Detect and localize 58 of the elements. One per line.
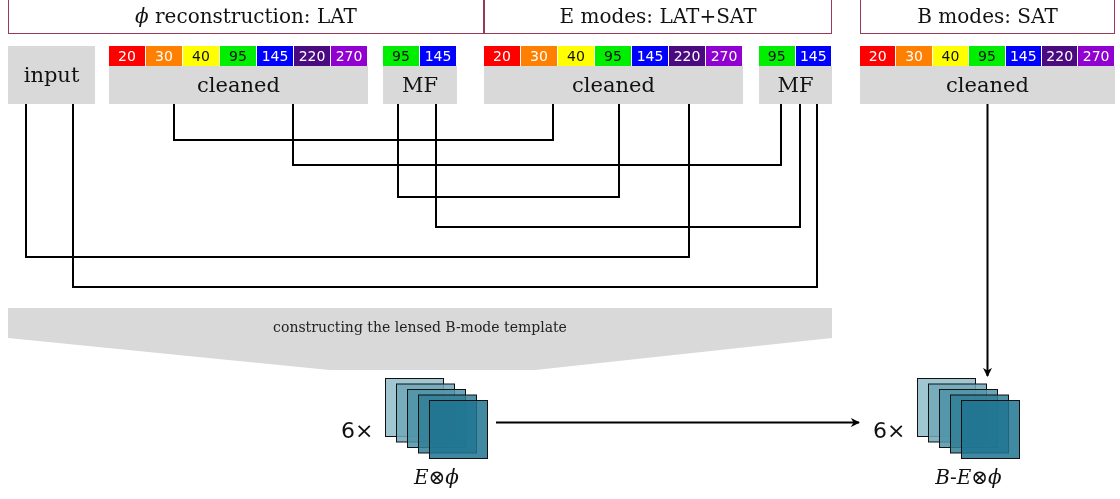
connector-line: [397, 103, 620, 198]
frequency-chip: 40: [558, 46, 595, 66]
connector-line: [292, 103, 782, 166]
box-label: input: [23, 63, 80, 87]
stack-caption: E⊗ϕ: [412, 465, 460, 489]
connector-line: [435, 103, 801, 228]
box-label: MF: [777, 73, 814, 97]
arrow: [983, 103, 992, 377]
box-label: cleaned: [946, 73, 1029, 97]
data-box: [8, 46, 95, 104]
multiplier-label: 6×: [341, 418, 374, 443]
frequency-chip: 220: [669, 46, 706, 66]
data-box: [109, 66, 368, 104]
frequency-chip: 95: [595, 46, 632, 66]
title-text: B modes: SAT: [917, 4, 1058, 28]
data-box: [759, 66, 832, 104]
frequency-chip: 145: [257, 46, 294, 66]
frequency-chip: 220: [1042, 46, 1079, 66]
frequency-chip: 95: [220, 46, 257, 66]
frequency-chip: 20: [484, 46, 521, 66]
title-box: [860, 0, 1115, 34]
frequency-chip: 270: [331, 46, 368, 66]
frequency-chip: 145: [632, 46, 669, 66]
data-box: [383, 66, 457, 104]
multiplier-label: 6×: [873, 418, 906, 443]
frequency-chip: 95: [969, 46, 1006, 66]
frequency-chip: 30: [896, 46, 933, 66]
frequency-chip: 270: [706, 46, 743, 66]
layer-stack-drawing: [917, 378, 1020, 459]
arrow: [495, 418, 860, 427]
data-box: [484, 66, 743, 104]
connector-line: [72, 103, 818, 288]
frequency-chip: 40: [932, 46, 970, 66]
stack-caption: B-E⊗ϕ: [934, 465, 1003, 489]
frequency-chip: 20: [860, 46, 897, 66]
connector-line: [25, 103, 690, 258]
frequency-chip: 95: [383, 46, 420, 66]
frequency-chip: 145: [420, 46, 457, 66]
frequency-chip: 145: [795, 46, 832, 66]
box-label: cleaned: [572, 73, 655, 97]
frequency-chip: 40: [183, 46, 220, 66]
title-text: E modes: LAT+SAT: [559, 4, 757, 28]
frequency-chip: 30: [146, 46, 183, 66]
title-box: [484, 0, 832, 34]
frequency-chip: 270: [1078, 46, 1115, 66]
frequency-chip: 220: [294, 46, 331, 66]
frequency-chip: 95: [759, 46, 796, 66]
band-label: constructing the lensed B-mode template: [272, 319, 568, 335]
box-label: MF: [401, 73, 439, 97]
title-text: ϕ reconstruction: LAT: [135, 4, 357, 28]
frequency-chip: 20: [109, 46, 146, 66]
box-label: cleaned: [197, 73, 280, 97]
layer-stack-drawing: [385, 378, 488, 459]
frequency-chip: 145: [1005, 46, 1042, 66]
title-box: [8, 0, 484, 34]
frequency-chip: 30: [521, 46, 558, 66]
connector-line: [173, 103, 554, 141]
data-box: [860, 66, 1115, 104]
